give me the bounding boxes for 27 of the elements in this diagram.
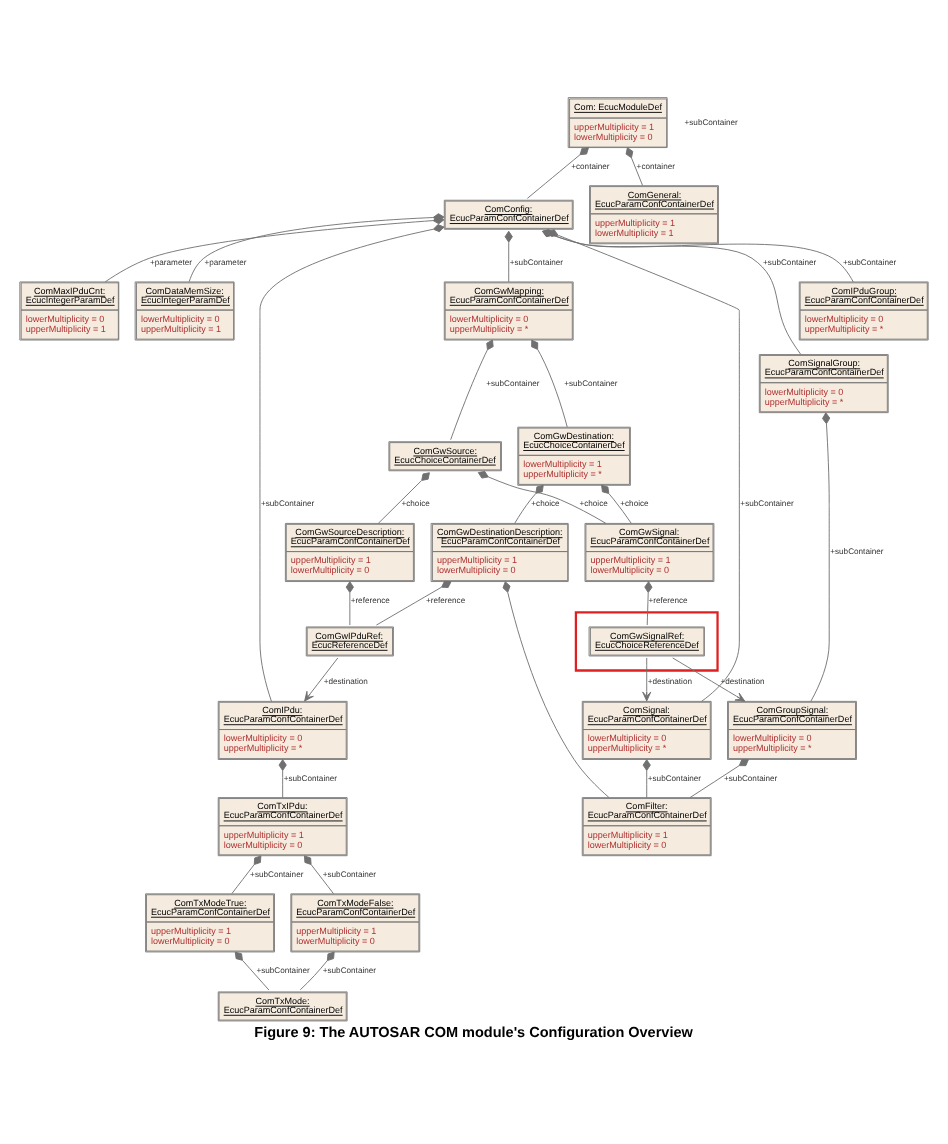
connector xyxy=(299,951,335,991)
arrow xyxy=(642,657,652,702)
connector xyxy=(531,339,568,428)
connector xyxy=(526,147,589,199)
connector xyxy=(231,855,262,895)
connector xyxy=(450,339,494,441)
connector xyxy=(504,230,513,283)
caption: Figure 9: The AUTOSAR COM module's Configuration Overview xyxy=(254,1023,693,1042)
connector xyxy=(601,484,632,524)
connector xyxy=(502,581,610,798)
arrow xyxy=(304,657,339,702)
connector xyxy=(642,759,651,798)
connector xyxy=(477,470,607,524)
connector xyxy=(689,759,749,799)
connector xyxy=(278,759,287,798)
connector xyxy=(514,484,544,524)
connector xyxy=(345,581,354,626)
connector xyxy=(259,224,445,702)
connector xyxy=(625,147,643,186)
connector xyxy=(376,580,452,626)
connector xyxy=(377,472,430,524)
connector xyxy=(304,855,334,895)
connector xyxy=(644,581,653,626)
connector xyxy=(810,412,831,702)
cluster xyxy=(574,611,719,672)
connector xyxy=(234,951,270,991)
arrow xyxy=(672,657,746,702)
